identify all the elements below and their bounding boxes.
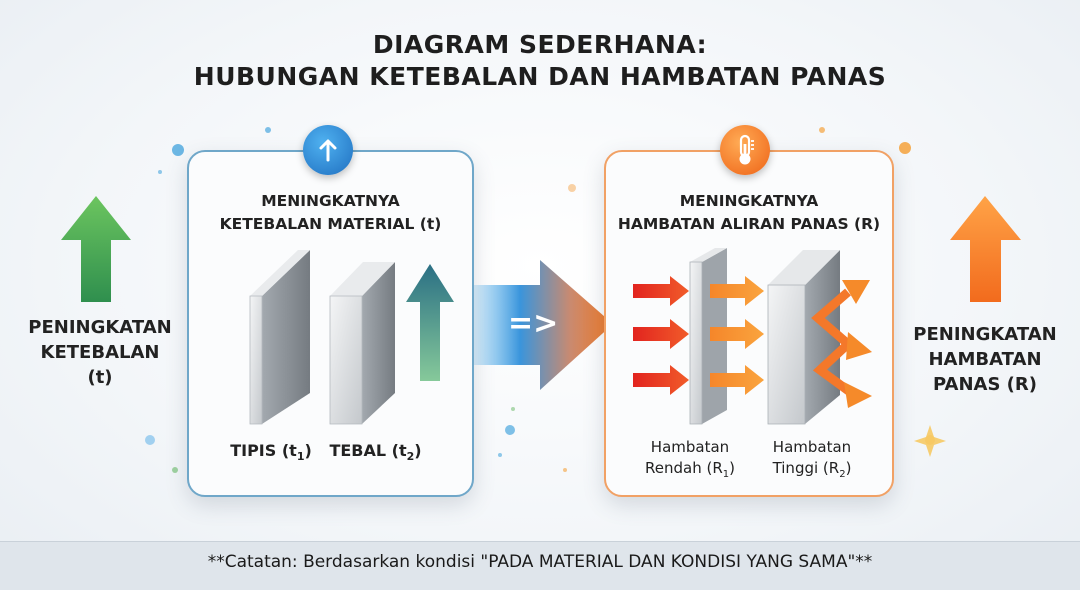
high-resistance-label: Hambatan Tinggi (R2): [772, 438, 852, 480]
up-arrow-badge: [303, 125, 353, 175]
center-transition-arrow: [470, 260, 613, 390]
left-side-label: PENINGKATAN KETEBALAN (t): [28, 317, 172, 388]
resistance-panel-title: MENINGKATNYA HAMBATAN ALIRAN PANAS (R): [617, 192, 881, 233]
thin-label: TIPIS (t1): [230, 441, 312, 464]
thermometer-badge: [720, 125, 770, 175]
up-arrow-icon: [319, 139, 337, 162]
thickness-panel-title: MENINGKATNYA KETEBALAN MATERIAL (t): [219, 192, 442, 233]
right-side-label: PENINGKATAN HAMBATAN PANAS (R): [913, 324, 1057, 395]
low-resistance-label: Hambatan Rendah (R1): [645, 438, 735, 480]
footer-bar: [0, 541, 1080, 590]
diagram-title-line2: HUBUNGAN KETEBALAN DAN HAMBATAN PANAS: [193, 62, 887, 91]
decorative-dots-left: [145, 127, 515, 473]
big-up-arrow-green: [61, 196, 131, 302]
sparkle-icon: [914, 425, 946, 457]
thick-label: TEBAL (t2): [329, 441, 422, 464]
thermometer-icon: [739, 134, 754, 165]
big-up-arrow-orange: [950, 196, 1021, 302]
center-arrow-symbol: =>: [508, 306, 559, 341]
footer-note: **Catatan: Berdasarkan kondisi "PADA MAT…: [207, 552, 873, 572]
diagram-title-line1: DIAGRAM SEDERHANA:: [372, 30, 708, 59]
